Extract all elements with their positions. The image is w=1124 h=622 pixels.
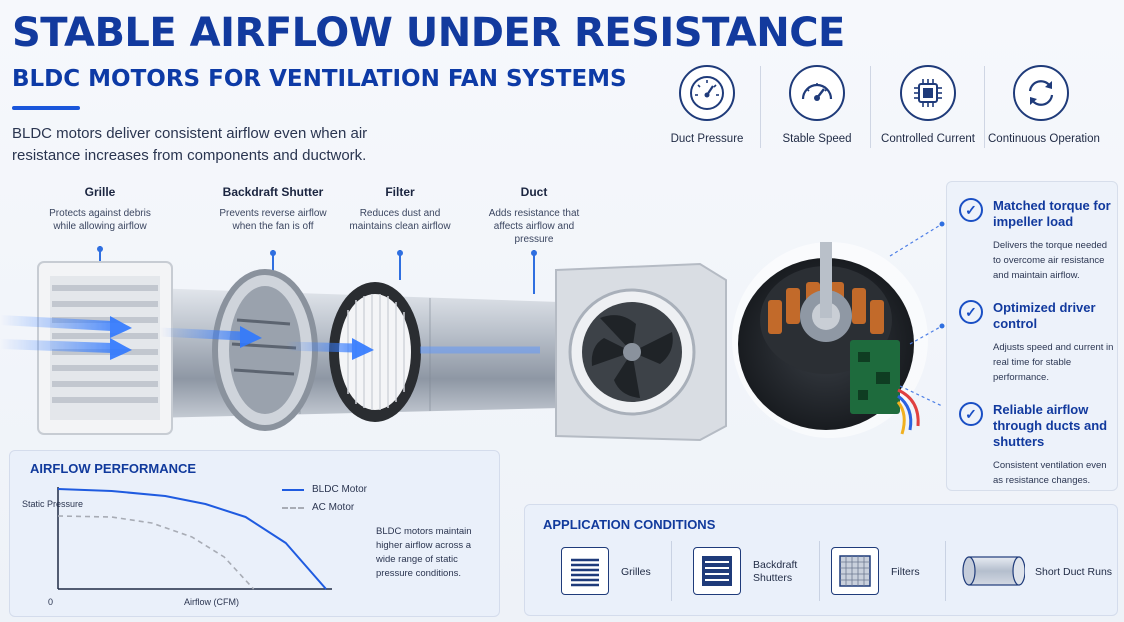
application-divider — [671, 541, 672, 601]
legend-swatch-solid — [282, 488, 304, 491]
feature-stable-speed: Stable Speed — [772, 62, 862, 152]
checkmark-icon: ✓ — [959, 198, 983, 222]
fan-housing-shape — [555, 262, 727, 442]
component-pin — [533, 250, 535, 294]
checkmark-icon: ✓ — [959, 300, 983, 324]
component-pin — [399, 250, 401, 280]
component-backdraft-shutter: Backdraft Shutter Prevents reverse airfl… — [213, 185, 333, 233]
benefit-connectors — [889, 221, 945, 407]
feature-duct-pressure: Duct Pressure — [662, 62, 752, 152]
component-grille: Grille Protects against debris while all… — [40, 185, 160, 233]
legend-label: AC Motor — [312, 502, 355, 513]
legend-swatch-dashed — [282, 506, 304, 509]
benefit-title: Matched torque for impeller load — [993, 198, 1111, 229]
component-pin-dot — [97, 246, 103, 252]
feature-divider — [870, 66, 871, 148]
feature-continuous-operation: Continuous Operation — [988, 62, 1100, 152]
benefit-item: ✓ Matched torque for impeller load Deliv… — [959, 198, 1115, 283]
component-name: Grille — [84, 185, 116, 199]
series-line-bldc — [57, 488, 327, 590]
speedometer-icon — [789, 65, 845, 121]
benefit-title: Optimized driver control — [993, 300, 1096, 331]
component-pin — [99, 246, 101, 266]
bldc-motor-shape — [732, 242, 928, 438]
component-pin-dot — [270, 250, 276, 256]
component-name: Backdraft Shutter — [222, 185, 324, 199]
application-label: Filters — [891, 566, 920, 578]
legend-bldc: BLDC Motor — [282, 484, 367, 495]
component-desc: Prevents reverse airflow when the fan is… — [219, 208, 327, 232]
application-label: Short Duct Runs — [1035, 566, 1113, 578]
intro-text: BLDC motors deliver consistent airflow e… — [12, 125, 368, 164]
airflow-chart — [57, 487, 332, 590]
benefits-panel: ✓ Matched torque for impeller load Deliv… — [946, 181, 1118, 491]
series-line-ac — [57, 515, 255, 590]
duct-icon — [961, 551, 1026, 596]
application-divider — [819, 541, 820, 601]
feature-controlled-current: Controlled Current — [876, 62, 980, 152]
grille-icon — [561, 547, 609, 595]
benefit-item: ✓ Reliable airflow through ducts and shu… — [959, 402, 1115, 488]
component-name: Filter — [385, 185, 415, 199]
legend-label: BLDC Motor — [312, 484, 368, 495]
page-title: STABLE AIRFLOW UNDER RESISTANCE — [12, 10, 845, 56]
component-desc: Adds resistance that affects airflow and… — [488, 208, 580, 245]
application-title: APPLICATION CONDITIONS — [543, 517, 716, 532]
x-axis-label: Airflow (CFM) — [184, 597, 239, 607]
checkmark-icon: ✓ — [959, 402, 983, 426]
page-subtitle: BLDC MOTORS FOR VENTILATION FAN SYSTEMS — [12, 66, 627, 92]
feature-label: Stable Speed — [782, 133, 852, 145]
application-divider — [945, 541, 946, 601]
component-pin-dot — [531, 250, 537, 256]
origin-label: 0 — [48, 597, 54, 607]
performance-note: BLDC motors maintain higher airflow acro… — [376, 526, 472, 579]
chip-icon — [900, 65, 956, 121]
component-desc: Reduces dust and maintains clean airflow — [349, 208, 451, 232]
benefit-desc: Delivers the torque needed to overcome a… — [993, 240, 1108, 281]
title-underline — [12, 106, 80, 110]
component-pin — [272, 250, 274, 280]
component-pin-dot — [397, 250, 403, 256]
gauge-icon — [679, 65, 735, 121]
benefit-desc: Consistent ventilation even as resistanc… — [993, 460, 1107, 486]
y-axis-label: Static Pressure — [22, 499, 84, 509]
ventilation-assembly-illustration — [0, 242, 928, 442]
airflow-arrows — [0, 315, 540, 360]
component-name: Duct — [520, 185, 548, 199]
benefit-desc: Adjusts speed and current in real time f… — [993, 342, 1114, 383]
filter-shape — [329, 282, 421, 422]
application-label: Grilles — [621, 566, 651, 578]
feature-label: Duct Pressure — [670, 133, 744, 145]
component-filter: Filter Reduces dust and maintains clean … — [340, 185, 460, 233]
benefit-item: ✓ Optimized driver control Adjusts speed… — [959, 300, 1115, 385]
legend-ac: AC Motor — [282, 502, 354, 513]
benefit-title: Reliable airflow through ducts and shutt… — [993, 402, 1108, 449]
performance-title: AIRFLOW PERFORMANCE — [30, 461, 197, 476]
application-conditions-panel: APPLICATION CONDITIONS Grilles Backdraft… — [524, 504, 1118, 616]
feature-label: Continuous Operation — [988, 133, 1100, 145]
feature-divider — [760, 66, 761, 148]
feature-divider — [984, 66, 985, 148]
component-desc: Protects against debris while allowing a… — [49, 208, 151, 232]
component-duct: Duct Adds resistance that affects airflo… — [474, 185, 594, 246]
airflow-performance-panel: AIRFLOW PERFORMANCE Static Pressure 0 Ai… — [9, 450, 500, 617]
application-label: Backdraft Shutters — [753, 559, 798, 584]
shutter-icon — [693, 547, 741, 595]
feature-label: Controlled Current — [881, 133, 975, 145]
filter-icon — [831, 547, 879, 595]
cycle-icon — [1013, 65, 1069, 121]
